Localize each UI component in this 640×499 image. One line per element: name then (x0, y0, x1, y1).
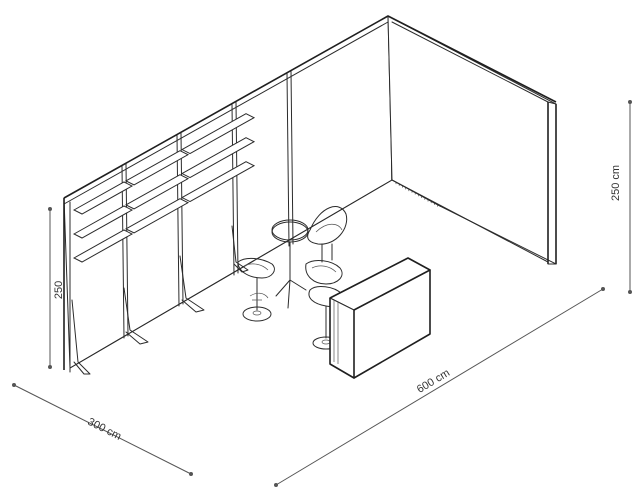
dimension-length: 600 cm (274, 287, 605, 487)
depth-label: 300 cm (86, 416, 124, 443)
shelf-plank (72, 205, 134, 239)
back-wall (63, 15, 393, 373)
dimension-height-left: 250 (48, 207, 65, 369)
reception-counter (328, 257, 432, 379)
shelf-plank (180, 137, 256, 179)
shelf-plank (180, 161, 256, 203)
dimension-depth: 300 cm (12, 383, 193, 476)
shelf-plank (124, 150, 190, 186)
shelf-plank (72, 181, 134, 215)
wall-shelving (71, 113, 256, 375)
shelf-plank (124, 174, 190, 210)
stool-left (237, 257, 275, 322)
dimension-height-right: 250 cm (610, 100, 632, 294)
shelf-plank (124, 198, 190, 234)
floor-outline (69, 179, 549, 369)
right-wall (387, 15, 557, 265)
shelf-plank (180, 113, 256, 155)
chair-right-back (307, 206, 348, 263)
length-label: 600 cm (415, 367, 452, 396)
shelf-plank (72, 229, 134, 263)
height-right-label: 250 cm (610, 165, 622, 201)
bar-table (271, 219, 309, 309)
height-left-label: 250 (53, 281, 65, 299)
